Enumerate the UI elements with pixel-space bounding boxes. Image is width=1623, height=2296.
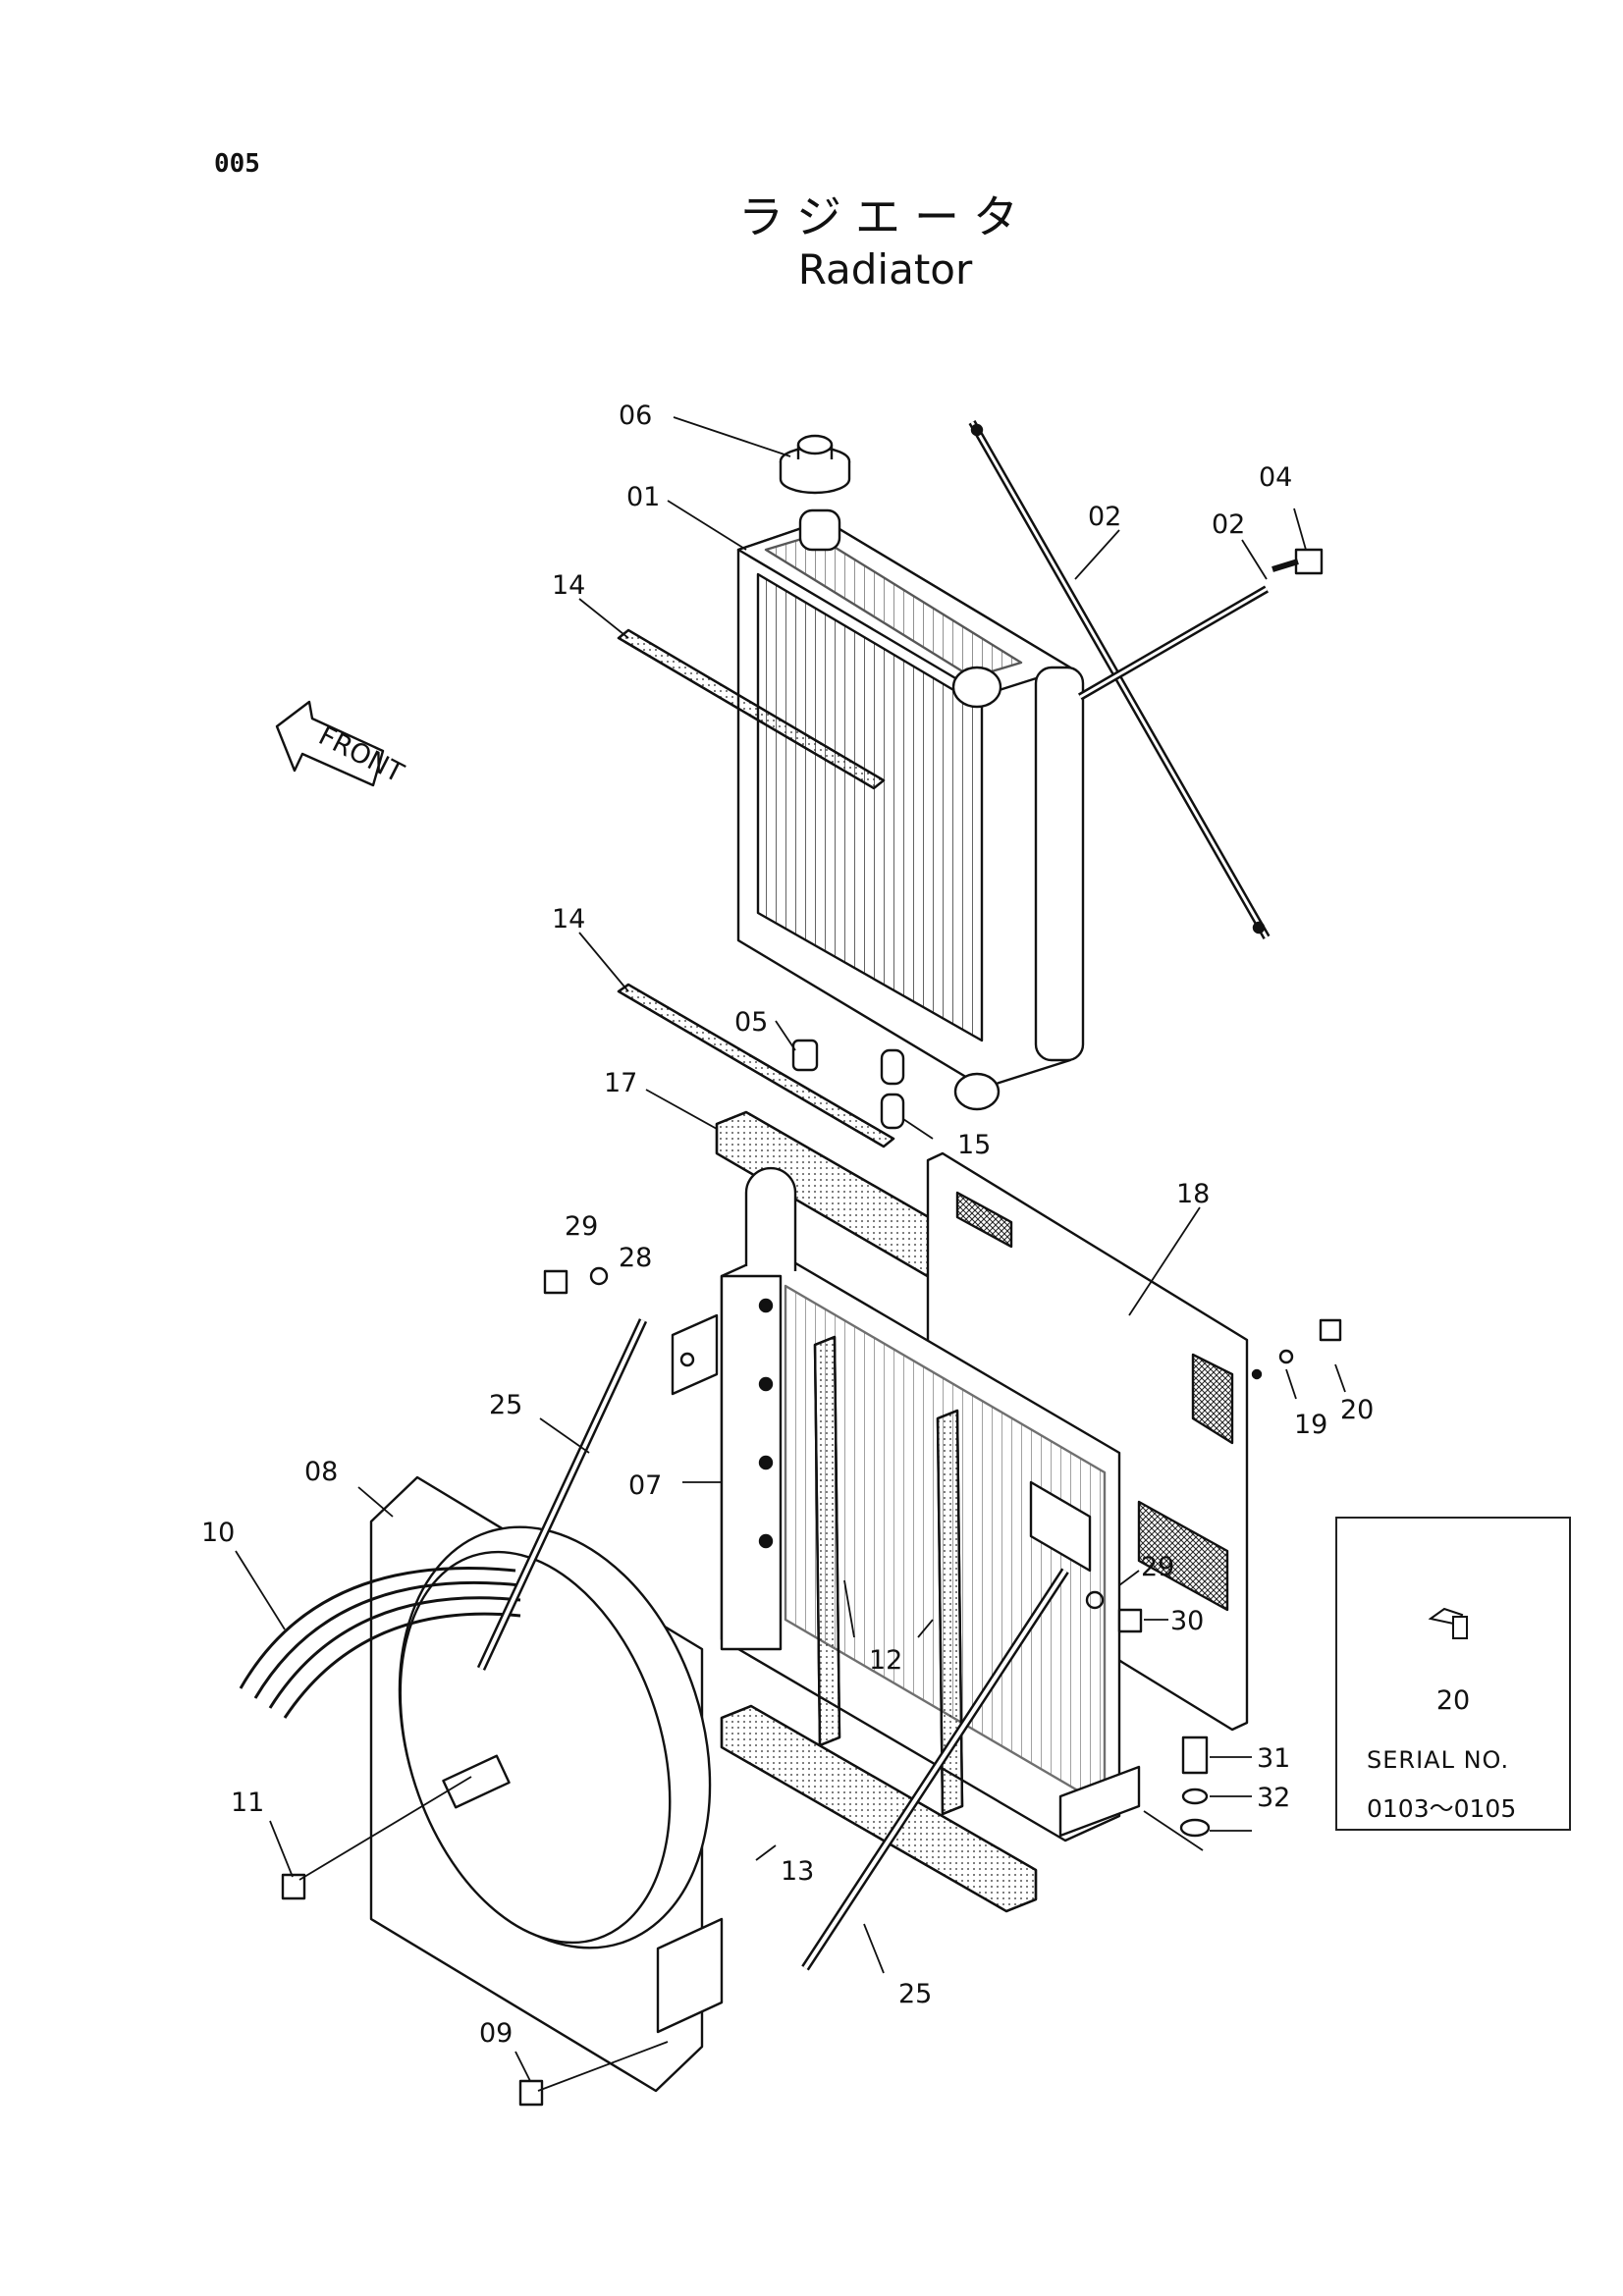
hose-15 bbox=[880, 1048, 905, 1130]
callout-10: 10 bbox=[201, 1518, 235, 1548]
callout-31: 32 bbox=[1257, 1783, 1290, 1813]
callout-08: 08 bbox=[304, 1457, 338, 1487]
callout-14a: 14 bbox=[552, 570, 585, 601]
serial-label: SERIAL NO. bbox=[1367, 1746, 1510, 1774]
callout-11: 11 bbox=[231, 1788, 264, 1818]
callout-06: 06 bbox=[619, 400, 652, 431]
callout-25a: 25 bbox=[489, 1390, 522, 1420]
front-arrow-icon: FRONT bbox=[275, 700, 408, 789]
callout-30: 31 bbox=[1257, 1743, 1290, 1774]
callout-15: 15 bbox=[957, 1130, 991, 1160]
callout-19: 19 bbox=[1294, 1410, 1327, 1440]
callout-14b: 14 bbox=[552, 904, 585, 934]
title-english: Radiator bbox=[797, 245, 973, 294]
seal-13 bbox=[720, 1704, 1038, 1913]
drain-cock-05 bbox=[791, 1039, 819, 1072]
callout-29a: 29 bbox=[565, 1211, 598, 1242]
fan-shroud-08 bbox=[369, 1475, 724, 2093]
callout-13: 13 bbox=[781, 1856, 814, 1887]
callout-28a: 28 bbox=[619, 1243, 652, 1273]
callout-09: 09 bbox=[479, 2018, 513, 2049]
radiator-core bbox=[736, 508, 1085, 1111]
serial-range: 0103～0105 bbox=[1367, 1794, 1517, 1823]
bolts bbox=[281, 1266, 1342, 2107]
callout-29b: 30 bbox=[1170, 1606, 1204, 1636]
callout-07: 07 bbox=[628, 1470, 662, 1501]
seal-14-upper bbox=[617, 628, 886, 790]
callout-02a: 02 bbox=[1088, 502, 1121, 532]
radiator-stays bbox=[968, 420, 1271, 939]
serial-number-box: 20 SERIAL NO. 0103～0105 bbox=[1335, 1517, 1571, 1831]
radiator-cap bbox=[779, 434, 851, 495]
callout-20: 20 bbox=[1340, 1395, 1374, 1425]
callout-04: 04 bbox=[1259, 462, 1292, 493]
callout-18: 18 bbox=[1176, 1179, 1210, 1209]
callout-05: 05 bbox=[734, 1007, 768, 1038]
callout-01: 01 bbox=[626, 482, 660, 512]
page-number: 005 bbox=[214, 149, 260, 179]
callout-28b: 29 bbox=[1141, 1552, 1174, 1582]
harness-10 bbox=[239, 1567, 521, 1809]
callout-12: 12 bbox=[869, 1645, 902, 1676]
bolt-04 bbox=[1271, 548, 1324, 575]
seals-12 bbox=[813, 1335, 964, 1816]
callout-02b: 02 bbox=[1212, 509, 1245, 540]
serial-part-label: 20 bbox=[1435, 1685, 1471, 1716]
wing-bolt-20-icon bbox=[1428, 1607, 1468, 1639]
callout-25b: 25 bbox=[898, 1979, 932, 2009]
leader-lines bbox=[235, 416, 1346, 2092]
title-japanese: ラジエータ bbox=[737, 190, 1033, 243]
stays-25 bbox=[476, 1318, 1069, 1971]
callout-17: 17 bbox=[604, 1068, 637, 1098]
